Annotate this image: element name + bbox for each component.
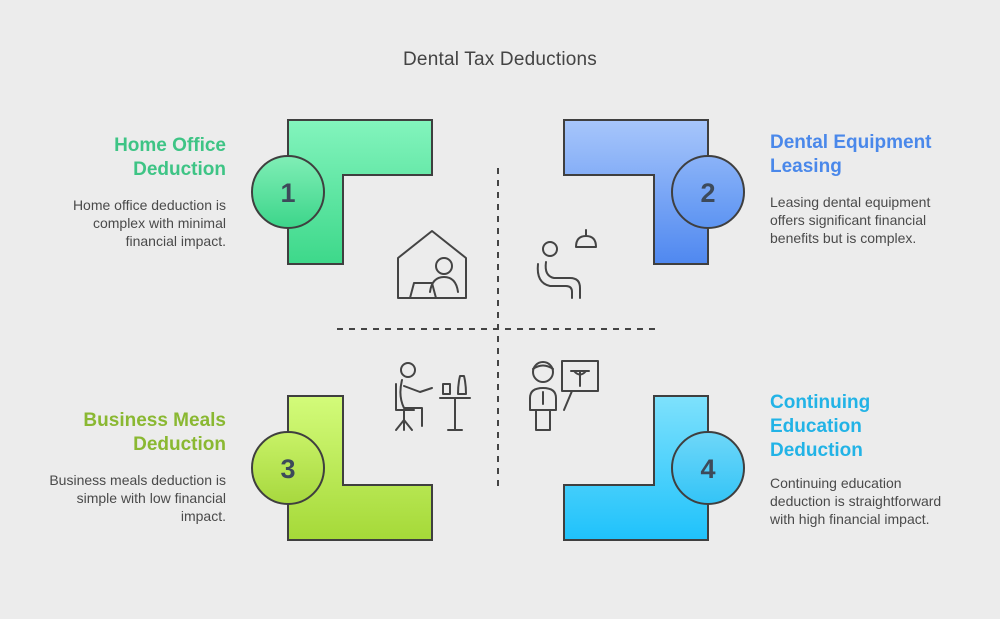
quadrant-3-shape — [287, 395, 433, 541]
quadrant-1-description: Home office deduction is complex with mi… — [72, 197, 226, 249]
presenter-whiteboard-icon — [529, 360, 599, 431]
person-dining-icon — [395, 362, 471, 431]
page-title: Dental Tax Deductions — [403, 49, 597, 70]
quadrant-3-heading: Business Meals Deduction — [83, 410, 226, 455]
badge-4-number: 4 — [700, 454, 715, 484]
quadrant-1-heading: Home Office Deduction — [114, 135, 226, 180]
dental-chair-icon — [536, 229, 597, 299]
quadrant-4-description: Continuing education deduction is straig… — [770, 475, 942, 527]
badge-1: 1 — [251, 155, 325, 229]
badge-3: 3 — [251, 431, 325, 505]
badge-3-number: 3 — [280, 454, 295, 484]
quadrant-1-shape — [287, 119, 433, 265]
quadrant-2-description: Leasing dental equipment offers signific… — [770, 194, 931, 246]
badge-2: 2 — [671, 155, 745, 229]
quadrant-3-description: Business meals deduction is simple with … — [49, 472, 226, 524]
quadrant-2-heading: Dental Equipment Leasing — [770, 132, 932, 177]
badge-2-number: 2 — [700, 178, 715, 208]
quadrant-2-shape — [563, 119, 709, 265]
house-laptop-icon — [397, 230, 467, 299]
badge-4: 4 — [671, 431, 745, 505]
badge-1-number: 1 — [280, 178, 295, 208]
quadrant-4-shape — [563, 395, 709, 541]
quadrant-4-heading: Continuing Education Deduction — [770, 392, 871, 461]
